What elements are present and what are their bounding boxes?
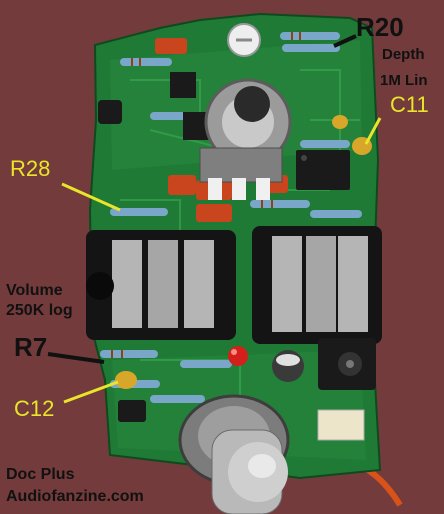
label-c12: C12 [14, 396, 55, 421]
credit-author: Doc Plus [6, 466, 75, 483]
label-depth: Depth [382, 46, 425, 63]
annotation-lines [47, 34, 382, 404]
semiconductors [98, 72, 350, 422]
label-r28: R28 [10, 156, 51, 181]
depth-potentiometer [199, 78, 292, 200]
label-r20: R20 [356, 12, 404, 42]
input-jack [86, 230, 236, 340]
output-jack [252, 226, 382, 344]
label-c11: C11 [390, 92, 429, 117]
capacitor-c12 [115, 371, 137, 389]
credit-site: Audiofanzine.com [6, 488, 144, 505]
label-depth-value: 1M Lin [380, 72, 428, 89]
led [228, 346, 248, 366]
label-volume-value: 250K log [6, 302, 73, 319]
label-volume: Volume [6, 282, 63, 299]
label-r7: R7 [14, 332, 48, 362]
connector-header [317, 409, 365, 441]
footswitch [178, 394, 290, 514]
